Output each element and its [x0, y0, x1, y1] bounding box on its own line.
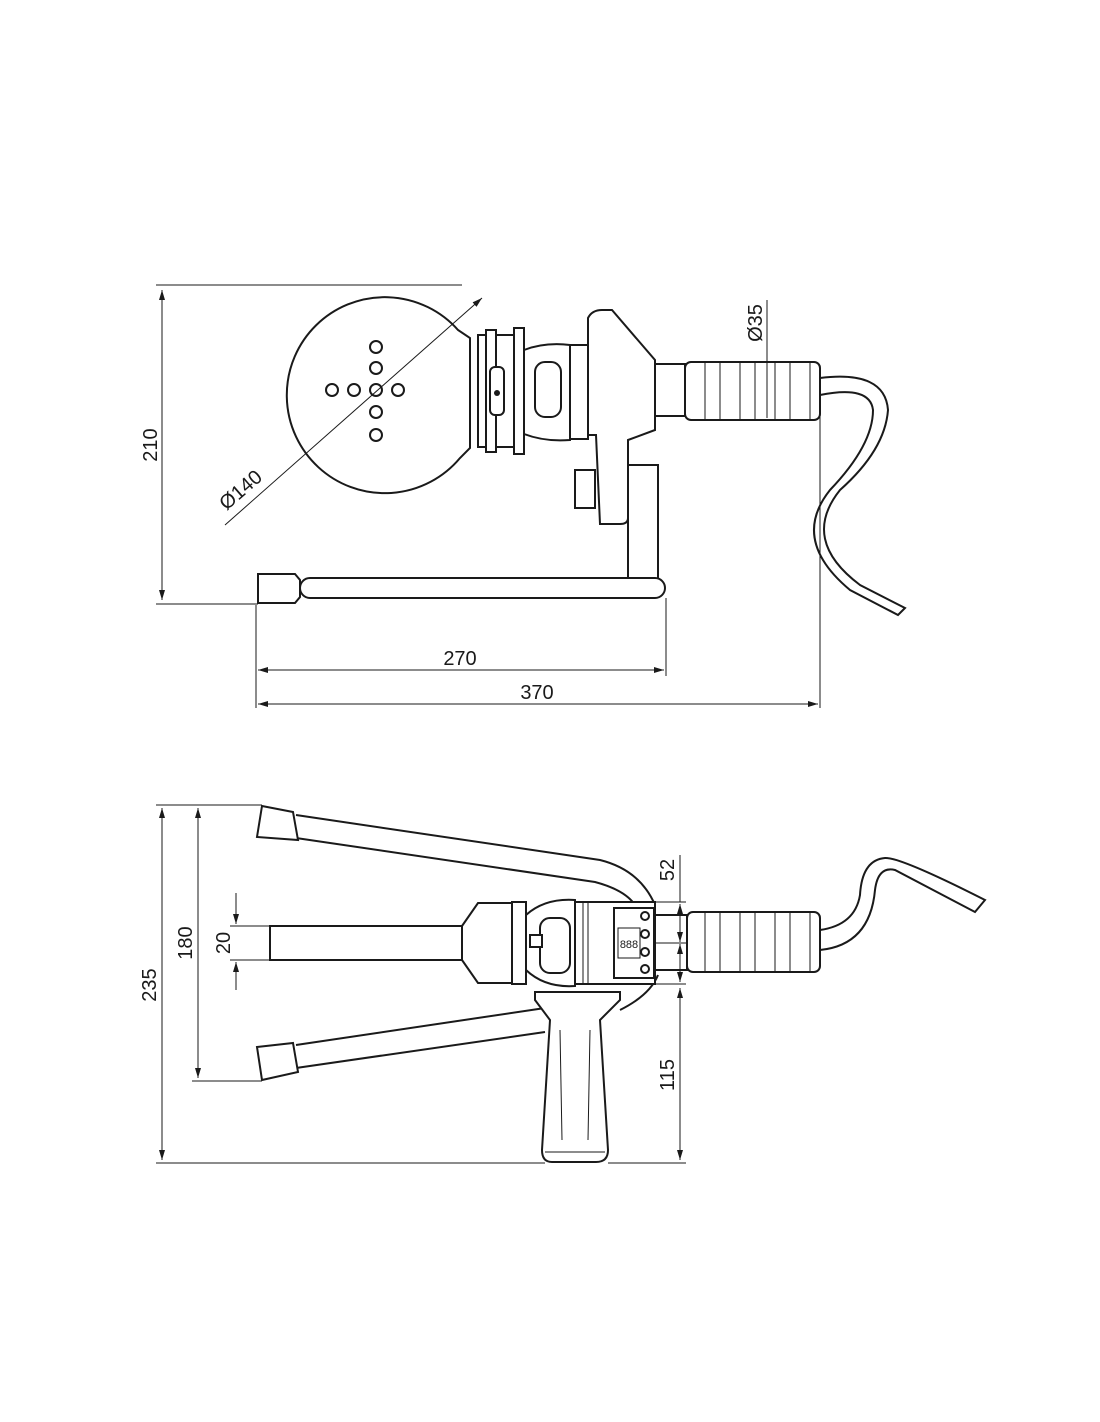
heating-plate: [285, 296, 471, 495]
control-button: [640, 947, 650, 957]
temperature-display: [617, 927, 641, 959]
lower-leg: [255, 974, 659, 1082]
control-button: [640, 929, 650, 939]
top-view: 210 Ø140 Ø35 270 370: [140, 284, 907, 708]
dimension-370: 370: [258, 682, 818, 707]
dimension-115: 115: [608, 988, 686, 1164]
plate-holes: [325, 340, 405, 442]
plate-mount: [477, 327, 589, 455]
side-grip: [534, 991, 621, 1163]
power-cord: [813, 375, 907, 617]
dim-label-370: 370: [520, 682, 553, 704]
dimension-180: 180: [175, 808, 262, 1082]
dim-label-210: 210: [140, 428, 162, 461]
dimension-dia35: Ø35: [745, 300, 768, 418]
handle: [654, 361, 821, 421]
dim-label-dia35: Ø35: [745, 304, 767, 342]
power-cord: [819, 856, 987, 951]
dimension-dia140: Ø140: [215, 297, 483, 526]
dimension-270: 270: [255, 410, 821, 708]
body-with-display: 888: [574, 901, 656, 985]
bottom-view: 888 235 180: [139, 804, 987, 1164]
dimension-20: 20: [213, 893, 270, 990]
dim-label-235: 235: [139, 968, 161, 1001]
control-button: [640, 964, 650, 974]
dim-label-52: 52: [657, 859, 679, 881]
stand-bar: [257, 573, 666, 604]
dimension-210: 210: [140, 284, 462, 605]
upper-leg: [255, 804, 656, 906]
dimension-52: 52: [655, 855, 686, 985]
heating-tip: [269, 898, 576, 988]
control-button: [640, 911, 650, 921]
dim-label-270: 270: [443, 648, 476, 670]
dim-label-180: 180: [175, 926, 197, 959]
dim-label-115: 115: [657, 1059, 679, 1091]
dimension-235: 235: [139, 804, 545, 1164]
display-readout: 888: [620, 939, 638, 951]
dim-label-20: 20: [213, 932, 235, 954]
body: [574, 309, 659, 596]
dim-label-dia140: Ø140: [215, 466, 266, 515]
